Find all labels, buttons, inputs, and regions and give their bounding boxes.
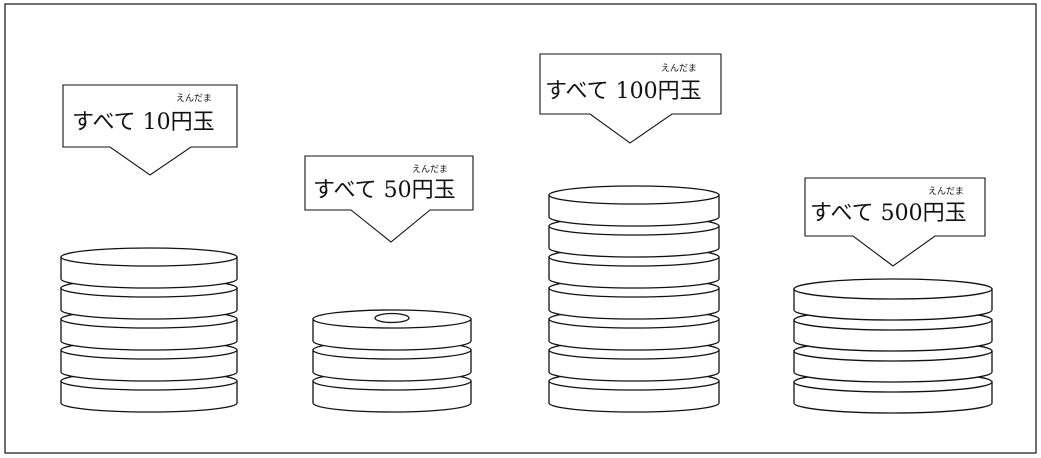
coin-stack	[60, 247, 238, 413]
callout: えんだま すべて 500円玉	[804, 177, 986, 267]
ruby-text: えんだま	[928, 186, 964, 197]
coin	[793, 278, 993, 321]
coin-top	[793, 278, 993, 300]
coin-stack	[793, 278, 993, 414]
stack-500yen: えんだま すべて 500円玉	[793, 177, 993, 414]
coin-top	[60, 247, 238, 267]
ruby-text: えんだま	[176, 93, 212, 104]
stack-label: すべて 500円玉	[810, 201, 967, 226]
callout: えんだま すべて 50円玉	[304, 155, 474, 243]
stack-50yen: えんだま すべて 50円玉	[304, 155, 474, 413]
ruby-text: えんだま	[412, 164, 448, 175]
stack-label: すべて 10円玉	[72, 110, 215, 135]
coin	[312, 309, 472, 351]
callout: えんだま すべて 100円玉	[539, 53, 722, 144]
ruby-text: えんだま	[661, 63, 697, 74]
stack-100yen: えんだま すべて 100円玉	[539, 53, 722, 413]
callout-box	[539, 53, 722, 144]
stack-label: すべて 100円玉	[545, 79, 702, 104]
coin-top	[548, 185, 720, 205]
callout: えんだま すべて 10円玉	[62, 84, 238, 176]
callout-box	[804, 177, 986, 267]
coin	[60, 247, 238, 289]
stack-label: すべて 50円玉	[313, 178, 456, 203]
callout-box	[304, 155, 474, 243]
coin-stack	[312, 309, 472, 413]
coin	[548, 185, 720, 227]
outer-frame	[4, 3, 1037, 454]
coin-hole	[374, 312, 410, 324]
stack-10yen: えんだま すべて 10円玉	[60, 84, 238, 413]
coin-stack	[548, 185, 720, 413]
callout-box	[62, 84, 238, 176]
